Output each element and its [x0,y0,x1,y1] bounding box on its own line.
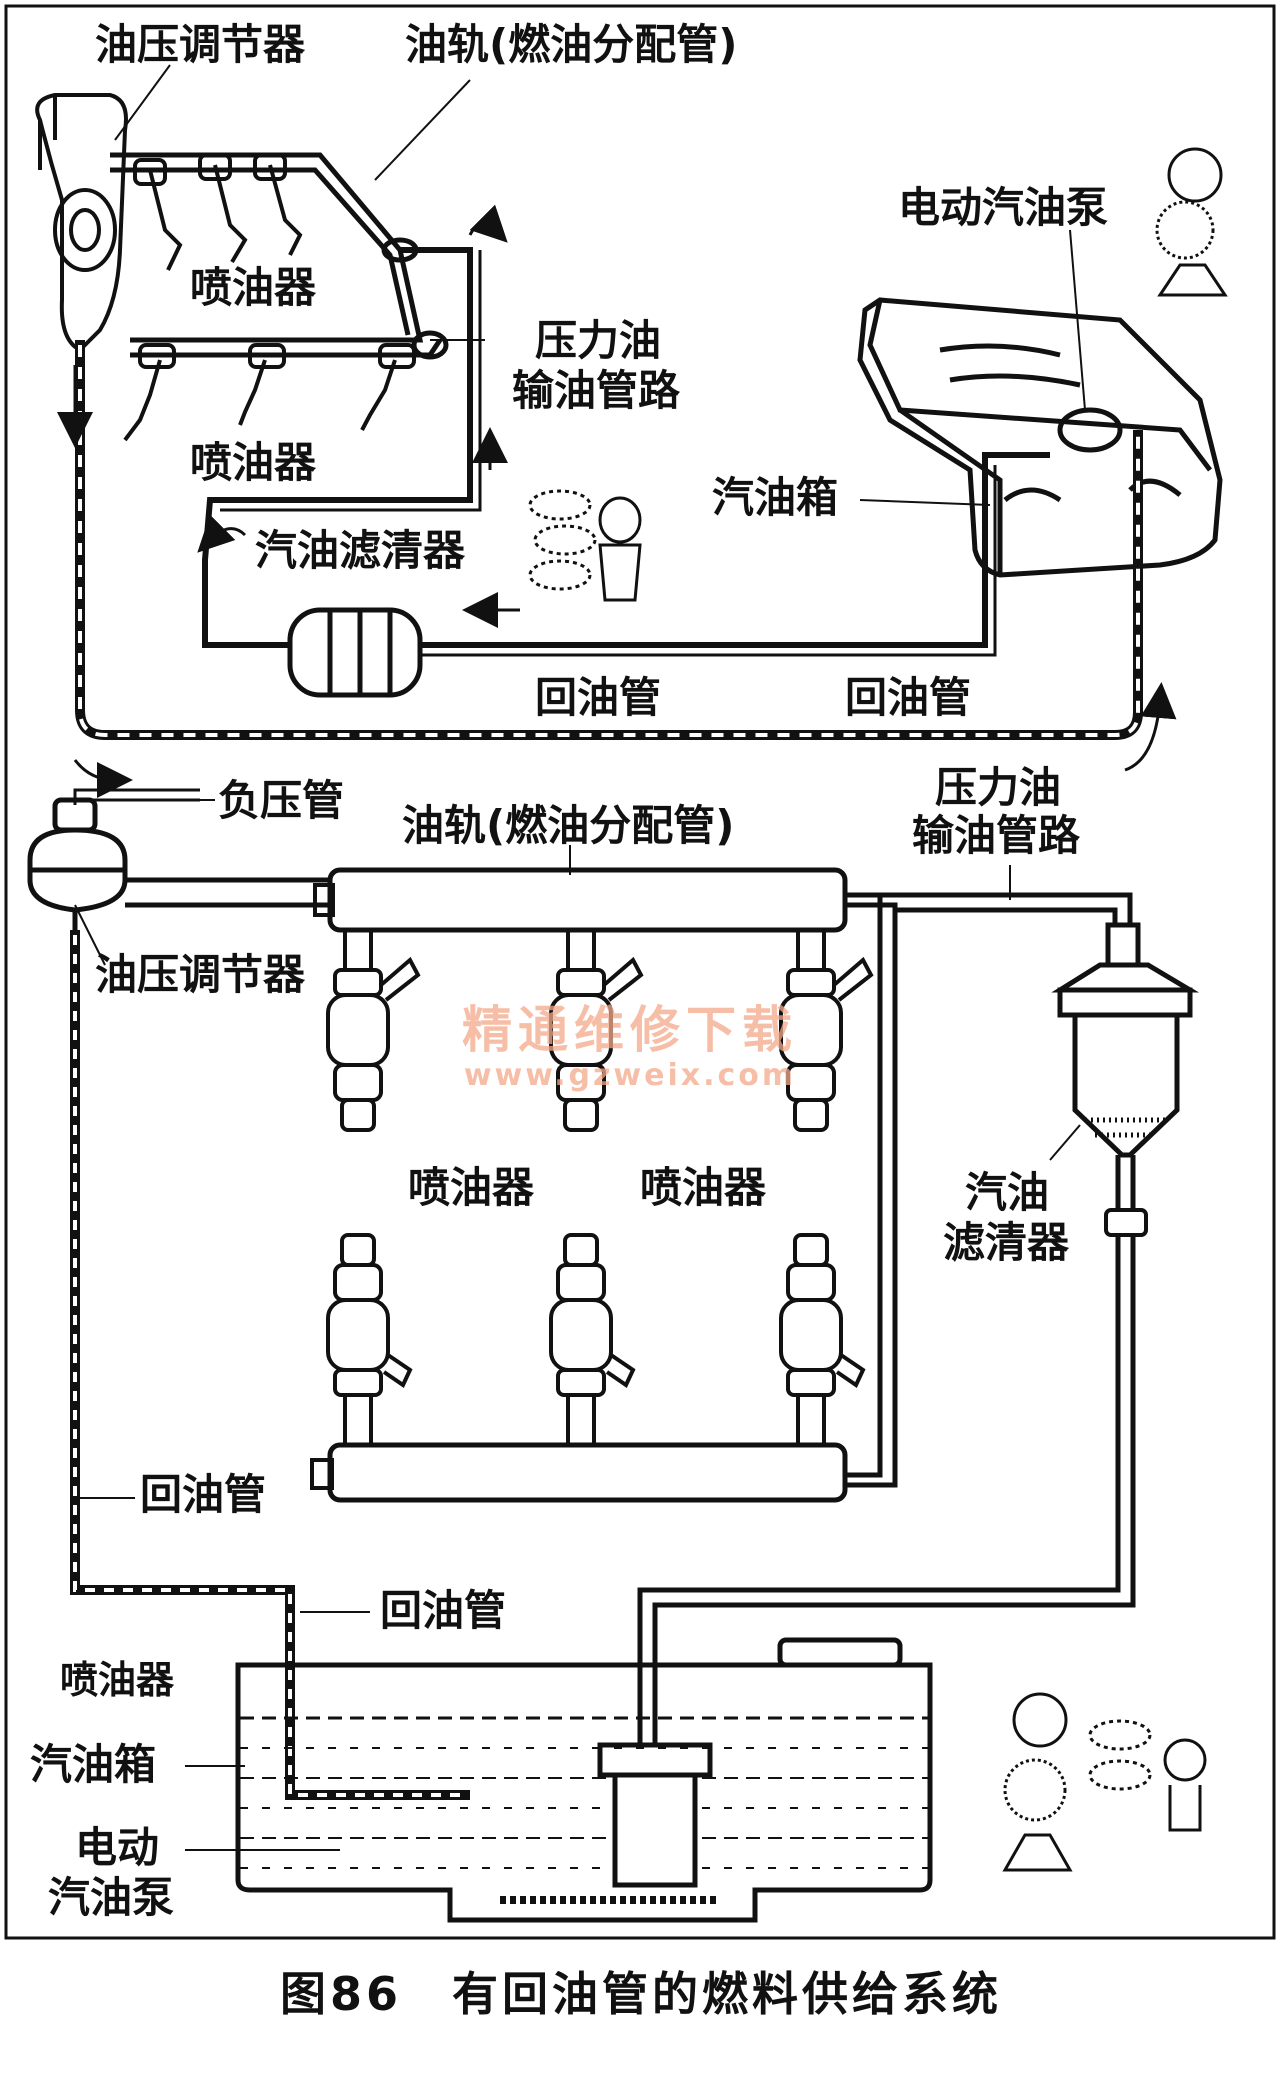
bottom-filter-label-2: 滤清器 [943,1218,1070,1267]
top-regulator-label: 油压调节器 [95,20,306,69]
bottom-pressure-line-label-1: 压力油 [935,763,1062,812]
watermark: 精通维修下载 www.gzweix.com [462,990,798,1093]
bottom-lower-injectors [326,1233,866,1447]
top-pump-label: 电动汽油泵 [898,183,1109,232]
bottom-lower-rail-shape [327,1442,848,1503]
watermark-text: 精通维修下载 [462,1001,798,1059]
bottom-return-side-label: 回油管 [140,1470,267,1519]
bottom-upper-injectors [326,928,874,1132]
bottom-pressure-line-label-2: 输油管路 [912,811,1081,860]
top-pressure-line-label-2: 输油管路 [512,366,681,415]
bottom-filter-shape [1051,922,1200,1158]
bottom-pump-label-2: 汽油泵 [48,1873,175,1922]
mascot-figure-bottom [1002,1692,1207,1872]
bottom-filter-label-1: 汽油 [965,1168,1050,1217]
figure-caption: 图86 有回油管的燃料供给系统 [279,1967,1002,2021]
bottom-injector-c-label: 喷油器 [60,1658,175,1702]
top-return-left-label: 回油管 [535,673,662,722]
top-tank-shape [857,297,1223,578]
top-pressure-line [202,247,473,648]
top-filter-label: 汽油滤清器 [255,526,466,575]
mascot-figure-top-right [1155,147,1228,297]
top-filter-shape [287,607,423,698]
top-diagram [35,64,1228,798]
top-lower-injectors [123,343,416,442]
top-return-right-label: 回油管 [845,673,972,722]
bottom-tank-shape [235,1637,933,1923]
bottom-injector-b-label: 喷油器 [640,1163,767,1212]
top-fuel-rail-shape [110,152,449,360]
bottom-injector-a-label: 喷油器 [408,1163,535,1212]
top-injector-upper-label: 喷油器 [190,263,317,312]
bottom-pump-shape [500,1742,720,1904]
top-upper-injectors [133,153,303,271]
bottom-return-tank-label: 回油管 [380,1586,507,1635]
bottom-pump-label-1: 电动 [75,1823,160,1872]
top-regulator-shape [35,93,128,353]
bottom-tank-label: 汽油箱 [30,1740,157,1789]
bottom-return-line [70,930,470,1800]
bottom-regulator-label: 油压调节器 [95,950,306,999]
bottom-vacuum-label: 负压管 [218,776,345,825]
top-injector-lower-label: 喷油器 [190,438,317,487]
figure-border [4,4,1276,1940]
top-tank-label: 汽油箱 [712,473,839,522]
watermark-url: www.gzweix.com [463,1058,797,1093]
bottom-diagram [27,788,1207,1923]
top-pressure-line-label-1: 压力油 [535,316,662,365]
top-fuel-rail-label: 油轨(燃油分配管) [405,20,738,69]
bottom-fuel-rail-label: 油轨(燃油分配管) [402,801,735,850]
bottom-upper-rail-shape [327,867,848,933]
mascot-figure-top [528,489,642,602]
